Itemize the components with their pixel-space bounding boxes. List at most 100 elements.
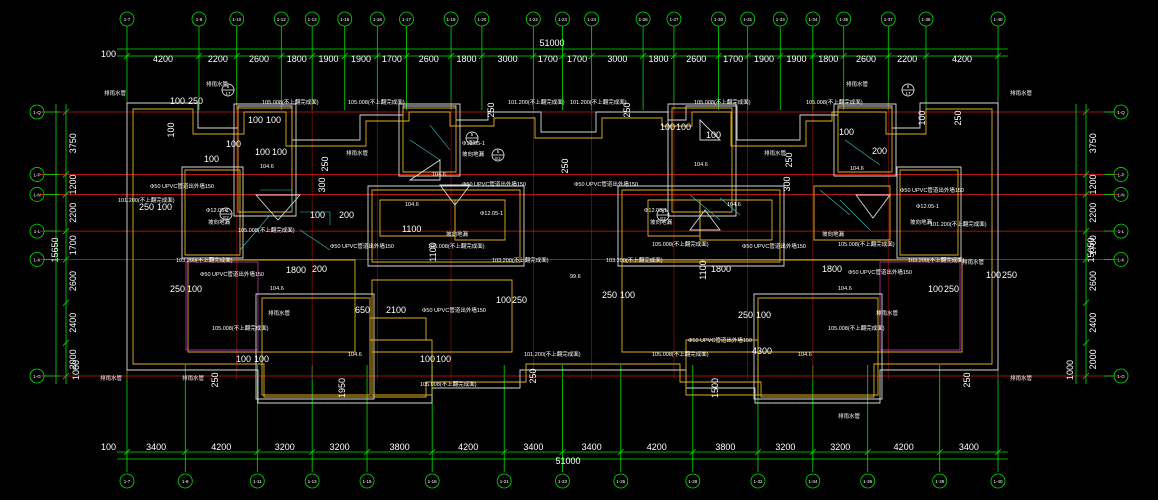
top-dimension-label: 1700 <box>723 54 743 64</box>
elevation-note: 103.200(不上翻完成面) <box>606 256 663 264</box>
axis-bubble-top <box>711 11 726 27</box>
axis-bubble-top <box>635 11 651 27</box>
dim-tick <box>308 52 316 60</box>
dim-tick <box>559 448 566 456</box>
dim-tick <box>447 52 455 60</box>
top-dimension-label: 2600 <box>856 54 876 64</box>
detail-dim: 100 <box>756 310 771 320</box>
bubble-bottom: E2 <box>469 139 475 144</box>
pipe-note: Φ50 UPVC管道出外墙150 <box>848 268 912 276</box>
axis-bubble-top <box>369 11 385 27</box>
slope-note: 坡向地漏 <box>650 218 673 226</box>
detail-dim: 300 <box>782 176 792 191</box>
detail-dim: 250 <box>188 96 203 106</box>
dim-tick <box>994 448 1002 456</box>
axis-label-bottom: 1-36 <box>863 479 873 484</box>
detail-dim: 100 <box>660 122 675 132</box>
dim-tick <box>62 372 70 380</box>
right-extra-dim: 1000 <box>1065 360 1075 380</box>
bottom-end-dim: 100 <box>101 442 116 452</box>
dim-tick <box>195 52 203 60</box>
dim-tick <box>715 52 722 60</box>
bottom-dimension-label: 3200 <box>830 442 850 452</box>
dim-tick <box>840 52 847 60</box>
level-note: 104.6 <box>348 352 362 358</box>
dim-tick <box>1082 372 1090 380</box>
axis-bubble-top <box>555 11 570 27</box>
row-label-left: 1-L <box>34 229 41 234</box>
dim-tick <box>233 52 241 60</box>
axis-bubble-top <box>119 11 135 27</box>
elevation-note: 105.008(不上翻完成面) <box>828 324 885 332</box>
dim-tick <box>776 52 784 60</box>
detail-dim: 100 <box>676 122 691 132</box>
dim-tick <box>936 448 943 456</box>
dim-tick <box>617 448 625 456</box>
axis-label-top: 1-19 <box>447 17 457 22</box>
detail-dim: 1100 <box>428 242 438 261</box>
top-dimension-label: 1800 <box>818 54 838 64</box>
row-label-right: 1-P <box>1117 172 1124 177</box>
detail-dim: 250 <box>962 372 972 387</box>
detail-dim: 200 <box>312 264 327 274</box>
axis-label-bottom: 1-21 <box>500 479 510 484</box>
pipe-note: Φ50 UPVC管道出外墙150 <box>150 182 214 190</box>
detail-dim: 1500 <box>710 378 720 398</box>
level-note: 99.6 <box>570 274 581 280</box>
row-label-left: 1-K <box>33 257 40 262</box>
right-overall-dimension: 15650 <box>1086 237 1096 262</box>
axis-bubble-top <box>880 11 896 27</box>
axis-label-top: 1-26 <box>639 17 649 22</box>
dim-tick <box>428 448 436 456</box>
detail-dim: 250 <box>1002 270 1017 280</box>
reference-bubble: 5 17 <box>901 83 915 97</box>
top-dimension-label: 4200 <box>153 54 173 64</box>
dim-tick <box>670 52 678 60</box>
detail-dim: 250 <box>170 284 185 294</box>
drain-note: 排雨水管 <box>962 258 985 266</box>
left-dimension-label: 2600 <box>68 271 78 291</box>
pipe-note: Φ50 UPVC管道出外墙150 <box>900 186 964 194</box>
axis-bubble-bottom <box>805 473 821 489</box>
axis-label-top: 1-27 <box>669 17 679 22</box>
level-note: 104.6 <box>798 352 812 358</box>
dim-tick <box>123 52 131 60</box>
slope-note: 坡向地漏 <box>446 230 469 238</box>
axis-label-top: 1-7 <box>124 17 131 22</box>
axis-bubble-top <box>399 11 414 27</box>
axis-label-top: 1-16 <box>340 17 350 22</box>
bubble-top: 5 <box>225 208 228 213</box>
elevation-note: 101.200(不上翻完成面) <box>524 350 581 358</box>
detail-dim: 100 <box>248 115 263 125</box>
dim-tick <box>1082 191 1090 198</box>
level-note: 104.6 <box>727 202 741 208</box>
annotation-text-layer: 51000 51000 15650 15650 100 100 1000 100… <box>50 38 1096 466</box>
slope-note: 坡向地漏 <box>208 218 231 226</box>
inner-wall-outline <box>132 108 993 398</box>
bottom-dimension-label: 4200 <box>647 442 667 452</box>
detail-dim: 250 <box>560 158 570 173</box>
dim-tick <box>62 191 70 198</box>
top-dimension-label: 2600 <box>419 54 439 64</box>
axis-bubble-bottom <box>555 473 570 489</box>
right-dimension-label: 3750 <box>1088 133 1098 153</box>
drain-note: 排雨水管 <box>346 149 369 157</box>
floor-plan-walls <box>126 102 999 404</box>
top-dimension-label: 1800 <box>456 54 476 64</box>
top-dimension-label: 2200 <box>897 54 917 64</box>
detail-dim: 100 <box>255 147 270 157</box>
elevation-note: 103.200(不上翻完成面) <box>492 256 549 264</box>
bottom-dimension-label: 3400 <box>523 442 543 452</box>
dim-tick <box>478 52 486 60</box>
detail-dim: 100 <box>706 130 721 140</box>
detail-dim: 250 <box>622 102 632 117</box>
detail-dim: 100 <box>436 354 451 364</box>
axis-bubble-bottom <box>613 473 629 489</box>
axis-bubble-bottom <box>750 473 766 489</box>
axis-label-bottom: 1-34 <box>808 479 818 484</box>
dim-tick <box>308 448 316 456</box>
axis-label-bottom: 1-28 <box>688 479 698 484</box>
